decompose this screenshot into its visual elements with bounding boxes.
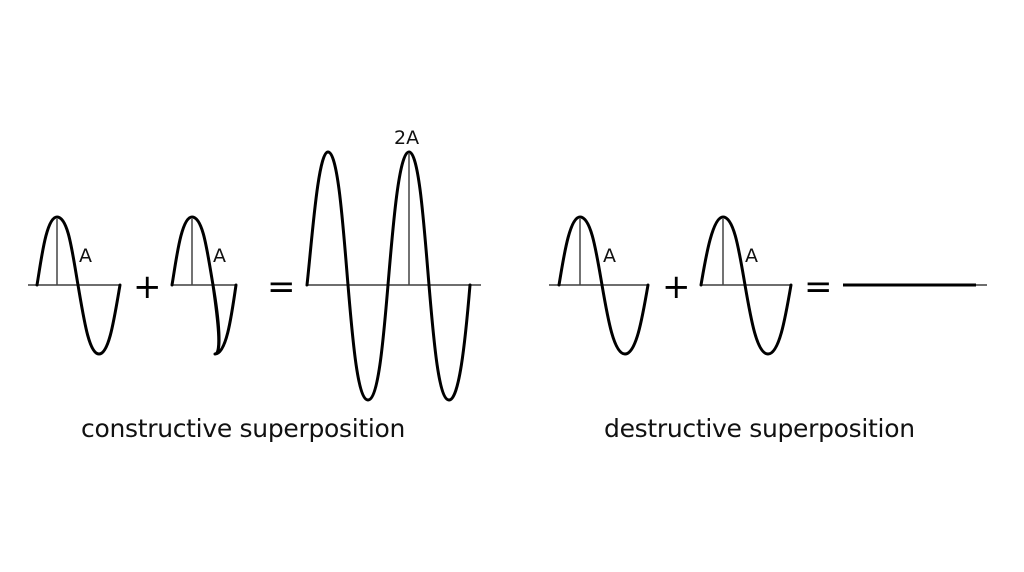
constructive-result-wave: 2A xyxy=(305,127,481,402)
sine-wave xyxy=(557,215,650,356)
result-amplitude-label: 2A xyxy=(394,127,419,149)
equals-sign: = xyxy=(804,267,833,307)
sine-wave xyxy=(35,215,122,356)
equals-sign: = xyxy=(267,267,296,307)
plus-sign: + xyxy=(133,267,162,307)
amplitude-label: A xyxy=(745,245,758,267)
sine-wave xyxy=(305,150,472,402)
constructive-wave-2: A xyxy=(170,215,238,356)
destructive-group: A + A = xyxy=(549,215,987,356)
destructive-wave-2: A xyxy=(699,215,793,356)
amplitude-label: A xyxy=(603,245,616,267)
plus-sign: + xyxy=(662,267,691,307)
constructive-group: A + A = 2A xyxy=(28,127,481,402)
constructive-wave-1: A xyxy=(28,215,122,356)
amplitude-label: A xyxy=(79,245,92,267)
amplitude-label: A xyxy=(213,245,226,267)
sine-wave xyxy=(699,215,793,356)
destructive-wave-1: A xyxy=(549,215,650,356)
sine-wave xyxy=(170,215,238,356)
constructive-caption: constructive superposition xyxy=(81,414,406,443)
destructive-caption: destructive superposition xyxy=(604,414,915,443)
